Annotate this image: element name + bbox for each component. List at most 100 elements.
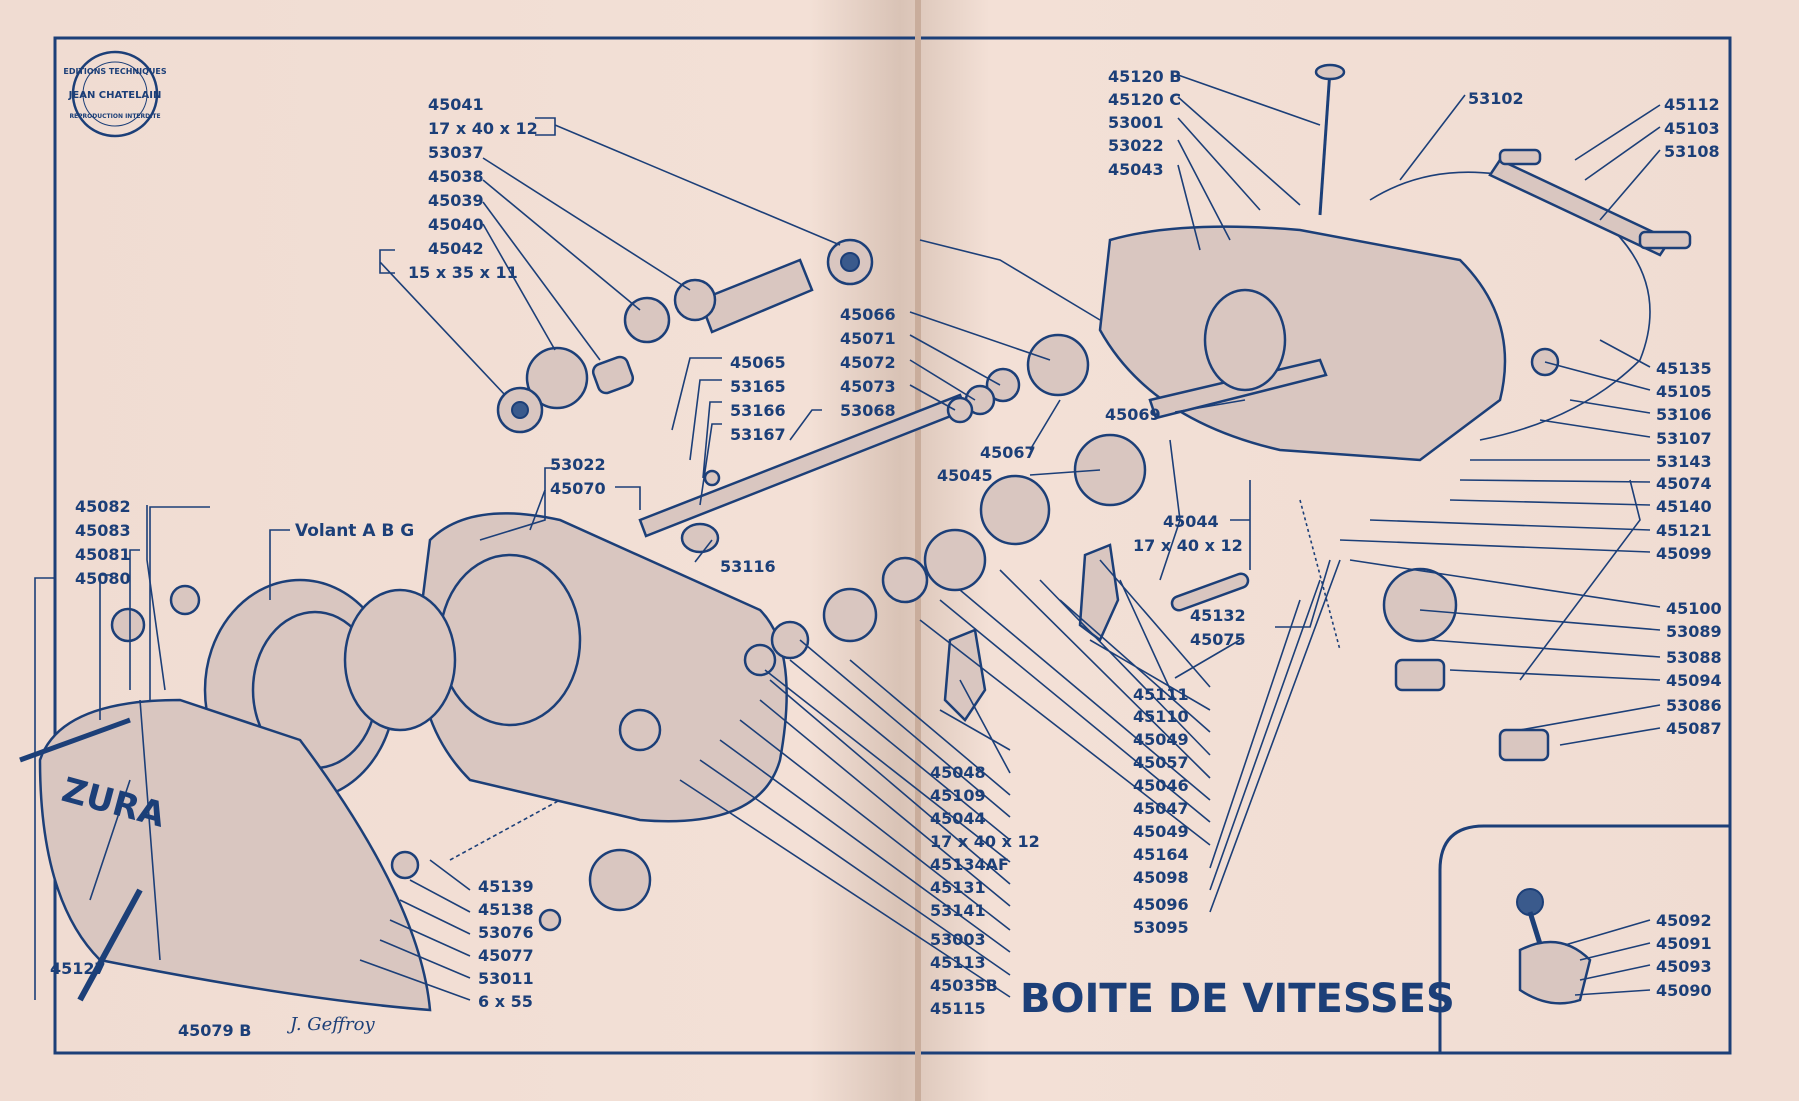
label-45120C: 45120 C [1108,90,1181,109]
label-45092: 45092 [1656,911,1712,930]
label-45077: 45077 [478,946,534,965]
gear-45045 [1073,433,1147,507]
label-45067: 45067 [980,443,1036,462]
label-6x55: 6 x 55 [478,992,533,1011]
label-53143: 53143 [1656,452,1712,471]
label-15x35x11: 15 x 35 x 11 [408,263,518,282]
label-45099: 45099 [1656,544,1712,563]
lever-body-45091 [1518,940,1592,1005]
label-45043: 45043 [1108,160,1164,179]
label-53022-right: 53022 [1108,136,1164,155]
label-53022-left: 53022 [550,455,606,474]
plate-53086 [1498,728,1550,762]
label-45045: 45045 [937,466,993,485]
gear-45057 [822,587,878,643]
label-45072: 45072 [840,353,896,372]
bolt-45082 [169,584,201,616]
gear-45066 [1026,333,1090,397]
label-45134AF: 45134AF [930,855,1009,874]
label-45127: 45127 [50,959,106,978]
label-17x40x12-top: 17 x 40 x 12 [428,119,538,138]
label-53003: 53003 [930,930,986,949]
gearbox-cover-53102 [1369,171,1651,441]
label-45042: 45042 [428,239,484,258]
label-45044-top: 45044 [1163,512,1219,531]
spring-45096 [1299,499,1341,651]
page-title: BOITE DE VITESSES [1020,976,1455,1022]
right-labels: 45120 B 45120 C 53001 53022 45043 53102 … [1108,67,1722,1000]
label-45066: 45066 [840,305,896,324]
leader-lines [34,74,1661,1001]
gear-45049 [881,556,929,604]
label-45093: 45093 [1656,957,1712,976]
label-45065: 45065 [730,353,786,372]
nut-53167 [703,469,721,487]
rod-45132 [1170,572,1250,612]
label-45048: 45048 [930,763,986,782]
label-53088: 53088 [1666,648,1722,667]
label-53037: 53037 [428,143,484,162]
label-45110: 45110 [1133,707,1189,726]
label-53089: 53089 [1666,622,1722,641]
fork-45109 [943,628,987,722]
label-45079B: 45079 B [178,1021,251,1040]
nut-45115 [538,908,562,932]
label-17x40x12-mid: 17 x 40 x 12 [1133,536,1243,555]
label-53076: 53076 [478,923,534,942]
label-45074: 45074 [1656,474,1712,493]
label-45038: 45038 [428,167,484,186]
dipstick-45120 [1318,69,1332,216]
stamp-line2: JEAN CHATELAIN [68,90,162,101]
bushing-45040 [591,355,635,395]
label-45100: 45100 [1666,599,1722,618]
outer-frame [53,36,1732,1055]
right-exploded-parts [743,63,1692,1005]
sprocket-53003 [588,848,652,912]
label-45049-a: 45049 [1133,730,1189,749]
gear-45040 [525,346,589,410]
label-53106: 53106 [1656,405,1712,424]
label-45081: 45081 [75,545,131,564]
label-45046: 45046 [1133,776,1189,795]
label-volant: Volant A B G [295,521,414,541]
label-45120B: 45120 B [1108,67,1181,86]
gear-45047 [923,528,987,592]
label-45049-b: 45049 [1133,822,1189,841]
label-45075: 45075 [1190,630,1246,649]
kick-lever [19,717,131,763]
label-45121: 45121 [1656,521,1712,540]
inset-frame [1438,824,1730,1053]
label-53167: 53167 [730,425,786,444]
signature: J. Geffroy [286,1014,375,1035]
gear-pedal-53108 [1488,158,1672,257]
label-45132: 45132 [1190,606,1246,625]
label-45140: 45140 [1656,497,1712,516]
magneto-coils [343,588,457,732]
label-53001: 53001 [1108,113,1164,132]
label-53116: 53116 [720,557,776,576]
label-45096: 45096 [1133,895,1189,914]
label-45112: 45112 [1664,95,1720,114]
label-53166: 53166 [730,401,786,420]
gear-45039 [623,296,671,344]
stamp-line1: EDITIONS TECHNIQUES [63,67,166,76]
label-45113: 45113 [930,953,986,972]
label-53107: 53107 [1656,429,1712,448]
label-53011: 53011 [478,969,534,988]
washer-45077 [390,850,420,880]
label-45111: 45111 [1133,685,1189,704]
gear-45038 [673,278,717,322]
label-45044-bottom: 45044 [930,809,986,828]
label-45073: 45073 [840,377,896,396]
label-45098: 45098 [1133,868,1189,887]
label-45135: 45135 [1656,359,1712,378]
label-45070: 45070 [550,479,606,498]
label-53165: 53165 [730,377,786,396]
label-17x40x12-bottom: 17 x 40 x 12 [930,832,1040,851]
gearbox-casing [1098,225,1507,462]
label-45109: 45109 [930,786,986,805]
stamp-line3: REPRODUCTION INTERDITE [69,113,160,120]
gear-45046 [979,474,1051,546]
left-labels: 45041 17 x 40 x 12 53037 45038 45039 450… [50,95,896,1040]
